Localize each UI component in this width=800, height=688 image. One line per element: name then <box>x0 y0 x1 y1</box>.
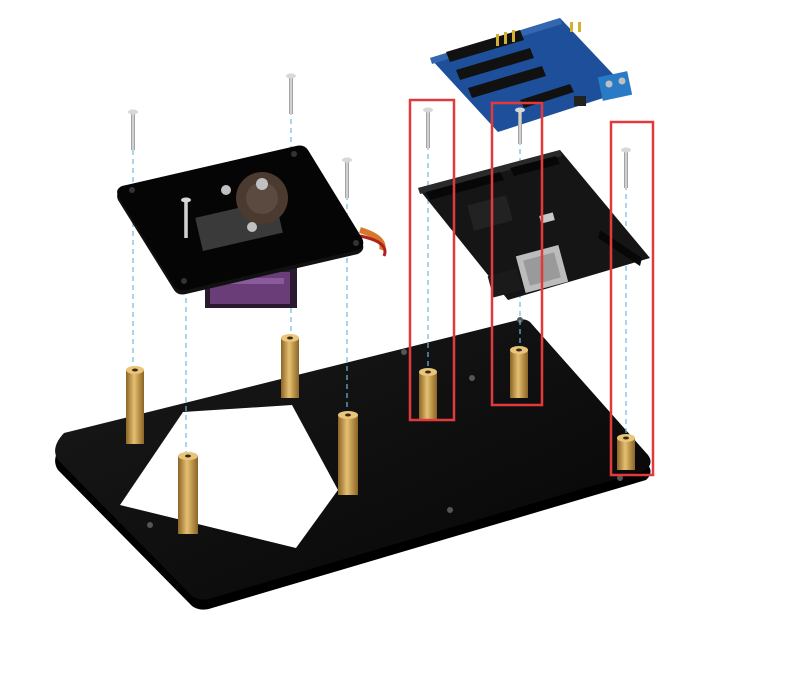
screw <box>423 107 433 148</box>
plate-hole <box>147 522 153 528</box>
standoff <box>617 434 635 470</box>
servo-screw <box>256 178 268 190</box>
highlight-box <box>408 98 456 422</box>
screw <box>181 197 191 238</box>
mount-hole <box>291 151 297 157</box>
screw <box>621 147 631 188</box>
sensor-shield-board <box>430 18 633 132</box>
servo-screw <box>221 185 231 195</box>
screw <box>286 73 296 114</box>
plate-hole <box>469 375 475 381</box>
mounting-screws <box>128 73 631 238</box>
uno-header <box>510 156 560 176</box>
highlight-box <box>609 120 655 477</box>
servo-mount-assembly <box>117 145 387 308</box>
screw <box>342 157 352 198</box>
base-plate-window <box>120 405 338 548</box>
mount-hole <box>181 278 187 284</box>
standoff <box>419 368 437 420</box>
highlight-box <box>490 101 544 407</box>
brass-standoffs <box>126 334 635 534</box>
plate-hole <box>617 475 623 481</box>
uno-header <box>598 230 642 266</box>
shield-yellow-pins <box>496 22 581 46</box>
mount-hole <box>129 187 135 193</box>
red-highlight-boxes <box>408 98 655 477</box>
servo-screw <box>247 222 257 232</box>
plate-hole <box>401 349 407 355</box>
mount-hole <box>353 240 359 246</box>
footer-caption <box>380 676 440 688</box>
standoff <box>338 411 358 495</box>
standoff <box>281 334 299 398</box>
screw <box>515 107 525 144</box>
power-jack <box>487 268 523 298</box>
standoff <box>510 346 528 398</box>
uno-header <box>426 172 504 200</box>
standoff <box>126 366 144 444</box>
standoff <box>178 452 198 534</box>
uno-chip <box>467 195 513 231</box>
shield-reset-button <box>574 96 586 106</box>
plate-hole <box>447 507 453 513</box>
terminal-block <box>597 71 633 101</box>
screw <box>128 109 138 150</box>
